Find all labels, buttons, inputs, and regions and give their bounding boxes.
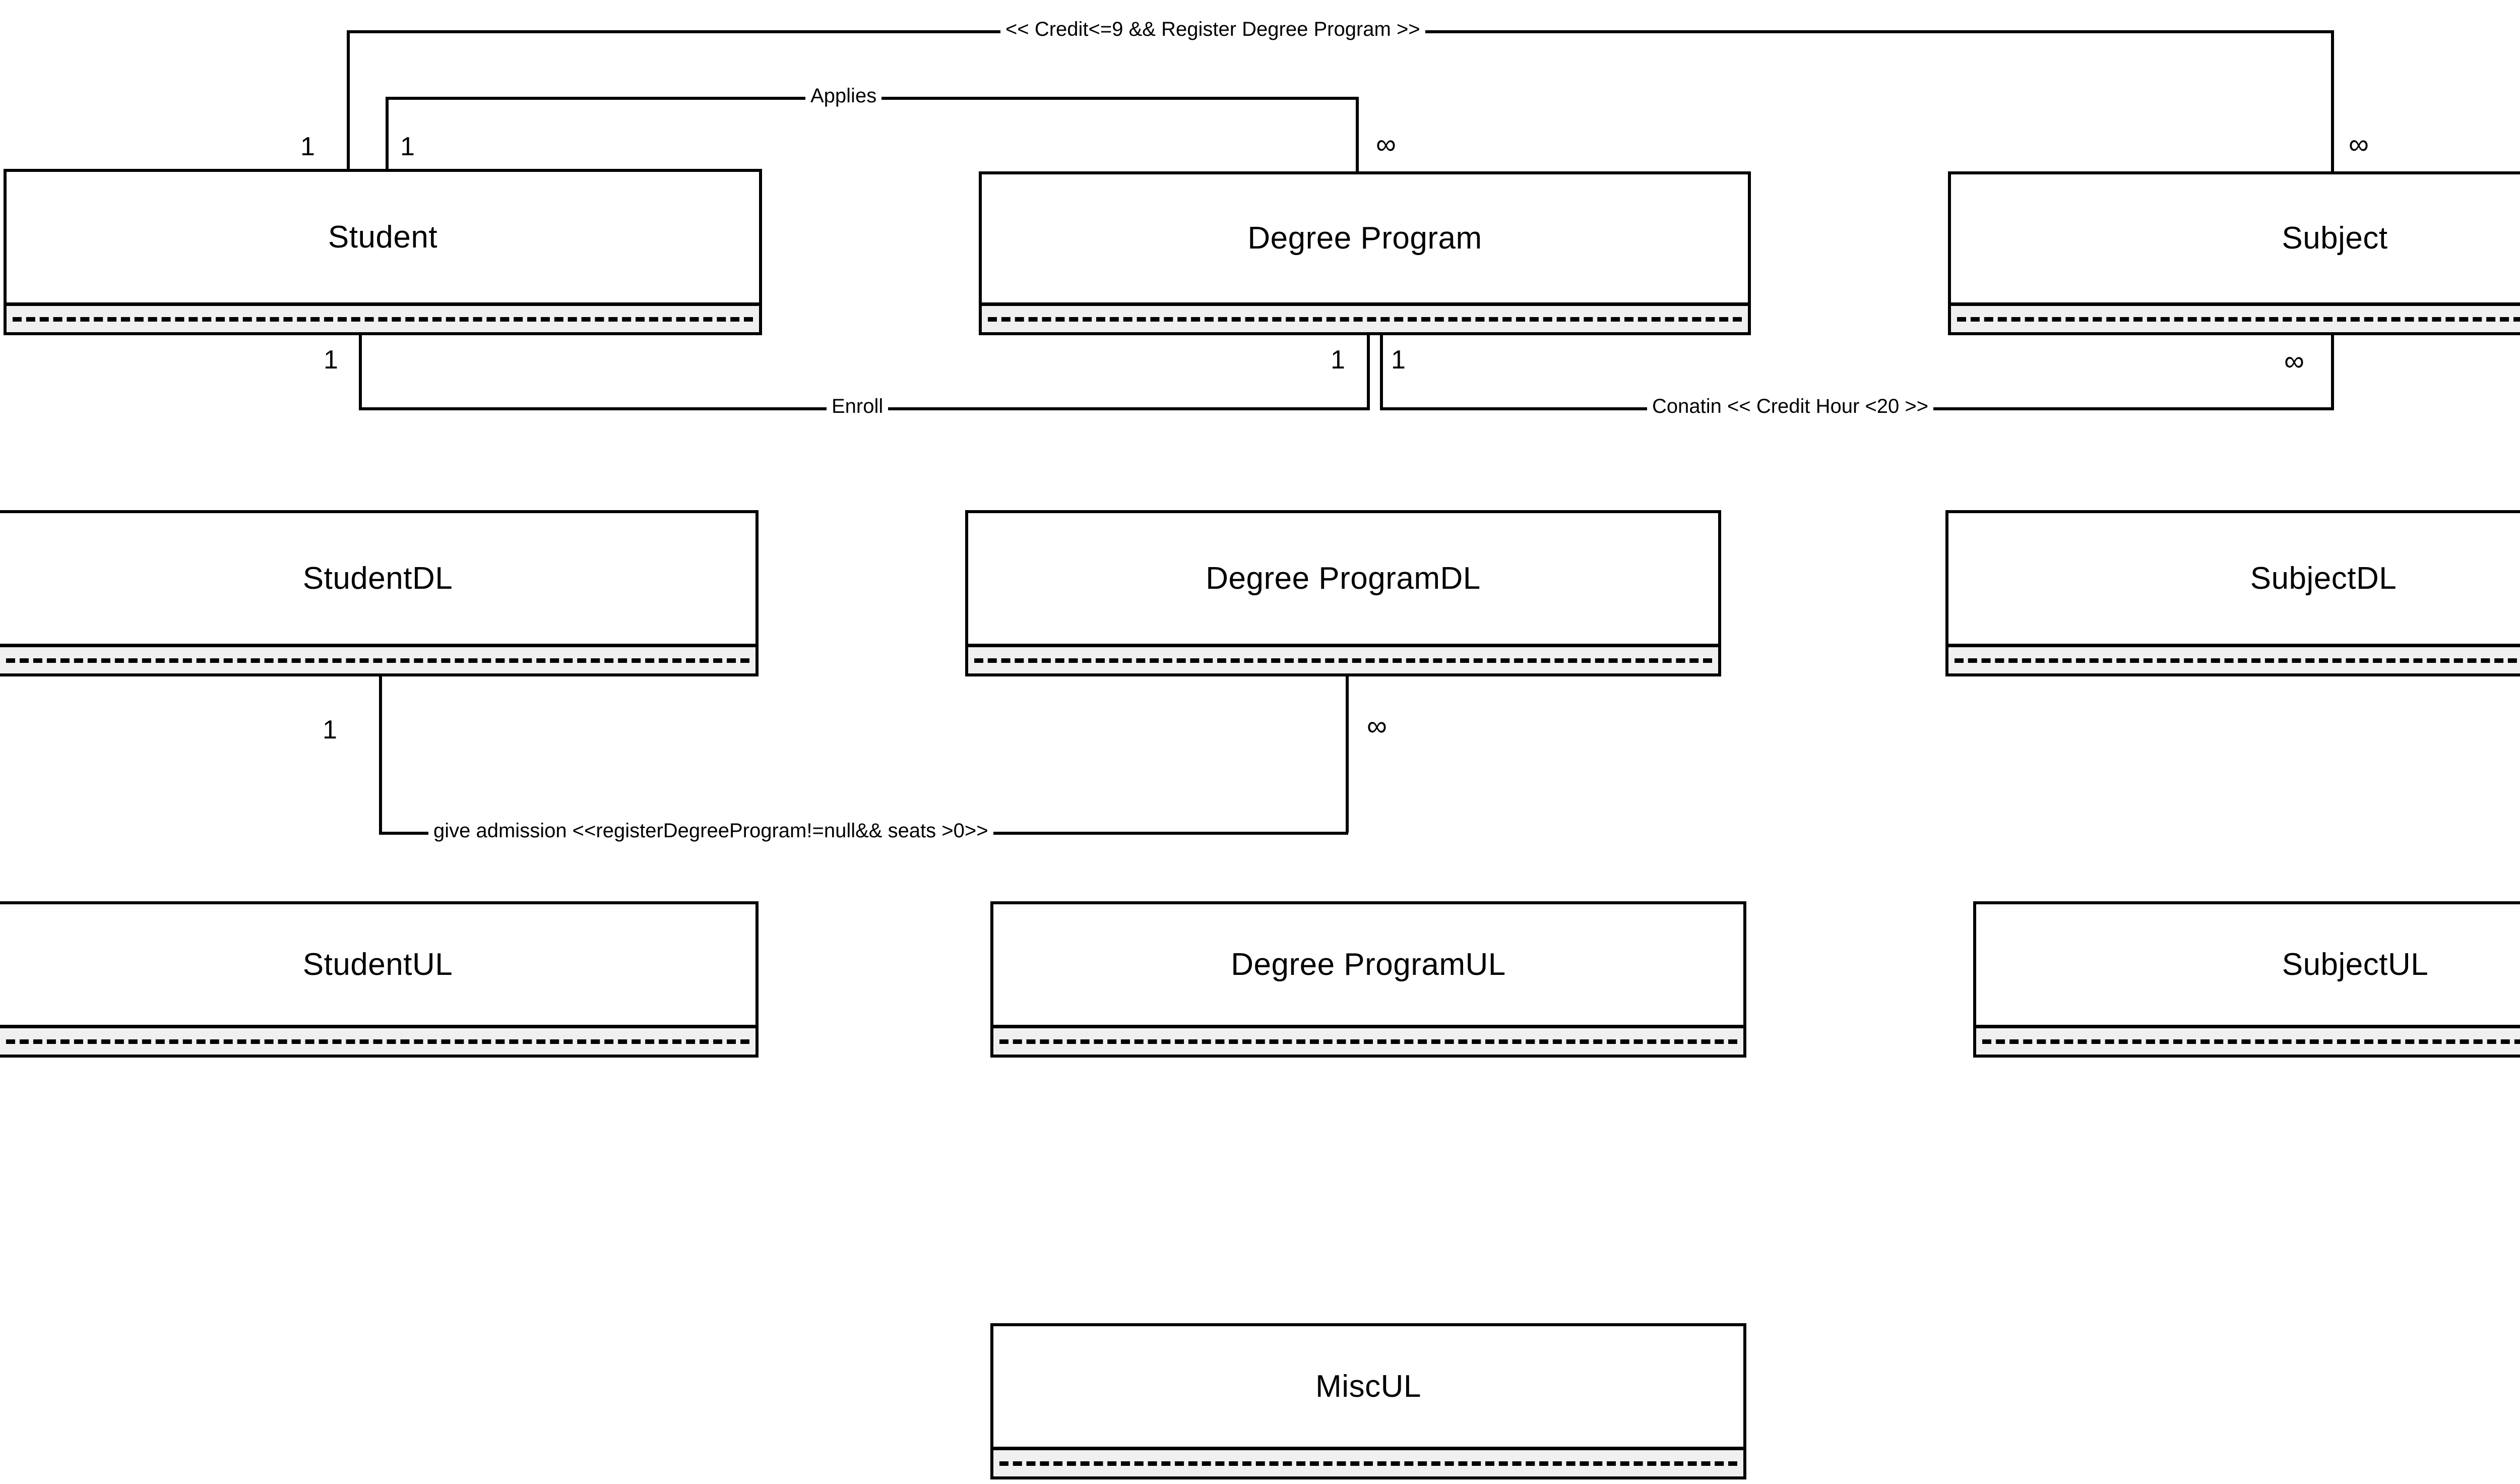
class-name-compartment: StudentUL <box>0 904 755 1025</box>
class-name-degree-program-ul: Degree ProgramUL <box>1231 947 1506 982</box>
connector-label-applies: Applies <box>805 86 882 106</box>
multiplicity-applies-target: ∞ <box>1376 128 1396 160</box>
class-box-subject-dl[interactable]: SubjectDL <box>1945 510 2520 676</box>
class-name-subject: Subject <box>2282 221 2388 256</box>
class-attributes-compartment <box>7 302 759 332</box>
attributes-divider <box>999 1461 1737 1466</box>
multiplicity-give-admission-source: 1 <box>323 715 337 745</box>
class-name-student: Student <box>328 219 438 255</box>
attributes-divider <box>1982 1039 2520 1044</box>
class-box-degree-program[interactable]: Degree Program <box>979 171 1751 335</box>
class-name-compartment: Degree ProgramDL <box>968 513 1718 644</box>
class-box-student[interactable]: Student <box>4 169 762 335</box>
connector-label-credit: << Credit<=9 && Register Degree Program … <box>1000 19 1425 39</box>
class-name-compartment: Subject <box>1951 174 2520 302</box>
class-name-degree-program: Degree Program <box>1247 221 1482 256</box>
class-box-degree-program-ul[interactable]: Degree ProgramUL <box>990 901 1746 1058</box>
connector-label-enroll: Enroll <box>827 396 889 416</box>
class-name-student-ul: StudentUL <box>302 947 453 982</box>
class-box-degree-program-dl[interactable]: Degree ProgramDL <box>965 510 1721 676</box>
class-name-compartment: Degree Program <box>982 174 1748 302</box>
class-box-subject-ul[interactable]: SubjectUL <box>1973 901 2520 1058</box>
class-name-subject-dl: SubjectDL <box>2250 561 2397 596</box>
class-attributes-compartment <box>982 302 1748 332</box>
multiplicity-contain-source: 1 <box>1391 345 1406 375</box>
connector-credit-vertical-right <box>2331 30 2334 173</box>
class-attributes-compartment <box>1948 644 2520 673</box>
connector-credit-vertical-left <box>347 30 350 170</box>
multiplicity-credit-target: ∞ <box>2349 128 2369 160</box>
class-attributes-compartment <box>968 644 1718 673</box>
attributes-divider <box>1957 317 2520 322</box>
class-name-compartment: Student <box>7 172 759 302</box>
multiplicity-credit-source: 1 <box>300 132 315 161</box>
class-name-student-dl: StudentDL <box>302 561 453 596</box>
class-attributes-compartment <box>0 1025 755 1055</box>
class-box-subject[interactable]: Subject <box>1948 171 2520 335</box>
multiplicity-give-admission-target: ∞ <box>1367 710 1387 741</box>
class-attributes-compartment <box>1976 1025 2520 1055</box>
class-box-student-ul[interactable]: StudentUL <box>0 901 759 1058</box>
class-name-misc-ul: MiscUL <box>1315 1369 1421 1404</box>
multiplicity-enroll-target: 1 <box>1331 345 1345 375</box>
connector-enroll-vertical-left <box>359 334 362 408</box>
attributes-divider <box>1955 658 2520 663</box>
connector-enroll-vertical-right <box>1367 334 1370 409</box>
class-attributes-compartment <box>1951 302 2520 332</box>
class-attributes-compartment <box>993 1025 1743 1055</box>
class-box-student-dl[interactable]: StudentDL <box>0 510 759 676</box>
connector-label-give-admission: give admission <<registerDegreeProgram!=… <box>428 821 993 841</box>
connector-contain-vertical-left <box>1380 334 1383 409</box>
attributes-divider <box>6 658 749 663</box>
class-name-compartment: StudentDL <box>0 513 755 644</box>
connector-give-admission-vertical-right <box>1346 675 1349 833</box>
multiplicity-contain-target: ∞ <box>2284 345 2304 377</box>
class-name-compartment: Degree ProgramUL <box>993 904 1743 1025</box>
attributes-divider <box>974 658 1712 663</box>
connector-applies-vertical-left <box>386 97 389 171</box>
class-attributes-compartment <box>0 644 755 673</box>
class-attributes-compartment <box>993 1447 1743 1476</box>
attributes-divider <box>999 1039 1737 1044</box>
class-name-subject-ul: SubjectUL <box>2282 947 2429 982</box>
class-name-compartment: MiscUL <box>993 1326 1743 1447</box>
connector-give-admission-vertical-left <box>379 675 382 833</box>
multiplicity-applies-source: 1 <box>400 132 415 161</box>
multiplicity-enroll-source: 1 <box>324 345 338 375</box>
connector-label-contain: Conatin << Credit Hour <20 >> <box>1647 396 1934 416</box>
class-name-compartment: SubjectDL <box>1948 513 2520 644</box>
connector-applies-vertical-right <box>1356 97 1359 172</box>
attributes-divider <box>13 317 753 322</box>
class-box-misc-ul[interactable]: MiscUL <box>990 1323 1746 1479</box>
attributes-divider <box>6 1039 749 1044</box>
class-name-compartment: SubjectUL <box>1976 904 2520 1025</box>
attributes-divider <box>988 317 1742 322</box>
class-name-degree-program-dl: Degree ProgramDL <box>1206 561 1481 596</box>
connector-contain-vertical-right <box>2331 334 2334 409</box>
